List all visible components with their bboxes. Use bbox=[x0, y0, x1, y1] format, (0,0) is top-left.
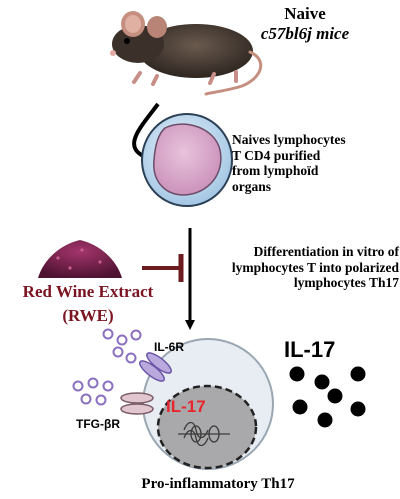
nucleus-il17-label: IL-17 bbox=[166, 397, 206, 416]
mouse-icon bbox=[110, 11, 263, 96]
red-wine-extract-abbr: (RWE) bbox=[62, 306, 114, 325]
mouse-title-line2: c57bl6j mice bbox=[260, 23, 350, 43]
naive-lymphocyte-icon bbox=[141, 113, 233, 207]
mouse-to-cell-arrow bbox=[132, 102, 160, 161]
il6-ligands-icon bbox=[102, 328, 142, 364]
naive-cell-caption: Naives lymphocytes T CD4 purified from l… bbox=[232, 132, 392, 194]
differentiation-caption: Differentiation in vitro of lymphocytes … bbox=[214, 244, 399, 291]
differentiation-caption-line: Differentiation in vitro of bbox=[253, 244, 399, 259]
naive-cell-caption-line: Naives lymphocytes bbox=[232, 132, 346, 147]
secreted-il17-dots bbox=[289, 366, 366, 428]
red-wine-extract-powder-icon bbox=[38, 240, 122, 278]
tgf-ligands-icon bbox=[72, 377, 114, 406]
mouse-title-line1: Naive bbox=[284, 4, 326, 23]
tgf-receptor-icon bbox=[120, 392, 154, 415]
il6-receptor-icon bbox=[139, 352, 172, 382]
th17-cell-icon bbox=[142, 338, 274, 470]
red-wine-extract-label: Red Wine Extract bbox=[22, 282, 154, 301]
naive-cell-caption-line: T CD4 purified bbox=[232, 147, 321, 163]
tgf-receptor-label: TFG-βR bbox=[76, 417, 120, 431]
il6-receptor-label: IL-6R bbox=[154, 340, 184, 354]
secreted-il17-label: IL-17 bbox=[284, 337, 336, 362]
naive-cell-caption-line: organs bbox=[232, 178, 272, 194]
mouse-title: Naive c57bl6j mice bbox=[250, 4, 360, 43]
inhibition-icon bbox=[142, 254, 184, 282]
differentiation-caption-line: lymphocytes Th17 bbox=[293, 275, 399, 291]
naive-cell-caption-line: from lymphoïd bbox=[232, 163, 319, 179]
th17-caption: Pro-inflammatory Th17 bbox=[141, 476, 295, 492]
differentiation-caption-line: lymphocytes T into polarized bbox=[231, 259, 399, 275]
